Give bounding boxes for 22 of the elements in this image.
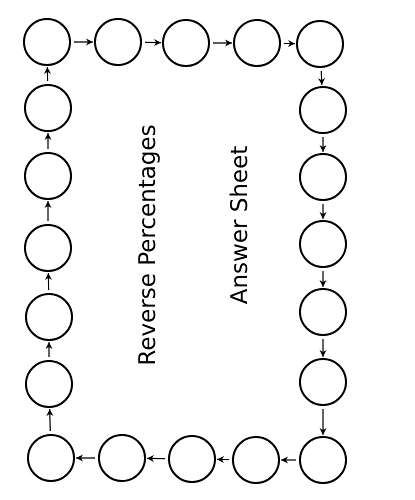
arrow xyxy=(144,39,162,46)
arrow xyxy=(320,339,326,357)
arrow xyxy=(320,409,326,435)
arrow xyxy=(320,137,326,152)
arrow xyxy=(44,272,52,290)
arrow xyxy=(318,70,326,86)
subtitle: Answer Sheet xyxy=(226,146,254,304)
arrow xyxy=(46,342,52,357)
arrow xyxy=(74,38,93,46)
arrow xyxy=(146,454,166,462)
title: Reverse Percentages xyxy=(134,124,162,366)
arrow xyxy=(44,201,52,221)
arrow xyxy=(213,40,232,46)
arrow xyxy=(284,40,296,47)
arrow xyxy=(46,408,54,432)
arrow xyxy=(216,456,230,463)
arrow xyxy=(44,66,51,82)
arrow xyxy=(320,204,326,219)
arrow xyxy=(320,271,326,287)
arrow xyxy=(281,456,296,464)
arrow xyxy=(44,133,52,149)
arrow xyxy=(76,454,95,462)
